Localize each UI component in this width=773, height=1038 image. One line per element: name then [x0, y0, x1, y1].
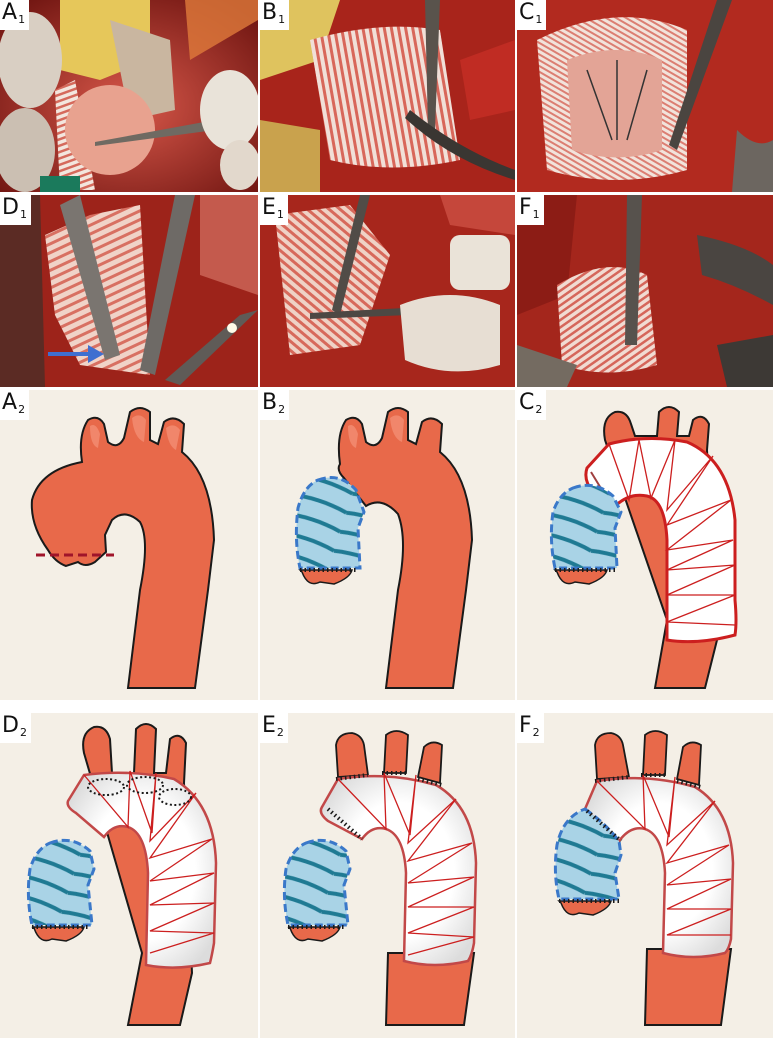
photo-panel-a1: A1: [0, 0, 258, 192]
arch-graft: [66, 770, 218, 969]
branch-opening-marker: [87, 778, 125, 796]
arch-graft: [583, 774, 735, 959]
panel-label-c1: C1: [517, 0, 547, 30]
photo-panel-e1: E1: [260, 195, 515, 387]
aorta-diagram: [294, 407, 474, 689]
surgical-photo: [0, 195, 258, 387]
native-aorta: [337, 407, 474, 689]
panel-label-c2: C2: [517, 390, 547, 420]
diagram-panel-b2: B2: [260, 390, 515, 700]
root-graft: [26, 838, 96, 942]
photo-panel-d1: D1: [0, 195, 258, 387]
photo-panel-b1: B1: [260, 0, 515, 192]
branch-opening-marker: [126, 776, 164, 794]
diagram-panel-d2: D2: [0, 713, 258, 1038]
diagram-panel-c2: C2: [517, 390, 773, 700]
aorta-diagram: [282, 730, 478, 1026]
panel-label-a1: A1: [0, 0, 30, 30]
panel-label-e2: E2: [260, 713, 288, 743]
panel-label-d2: D2: [0, 713, 31, 743]
suture-lines: [326, 771, 443, 841]
root-graft: [282, 838, 352, 942]
diagram-panel-a2: A2: [0, 390, 258, 700]
photo-panel-f1: F1: [517, 195, 773, 387]
aorta-diagram: [549, 406, 738, 689]
branch-opening-marker: [158, 788, 192, 806]
surgical-photo: [0, 0, 258, 192]
aorta-diagram: [30, 407, 216, 689]
branch-vessels: [335, 730, 443, 785]
suture-lines: [559, 773, 702, 903]
panel-label-b2: B2: [260, 390, 290, 420]
photo-panel-c1: C1: [517, 0, 773, 192]
panel-label-e1: E1: [260, 195, 288, 225]
panel-label-a2: A2: [0, 390, 30, 420]
diagram-panel-e2: E2: [260, 713, 515, 1038]
aorta-diagram: [26, 723, 218, 1026]
diagram-panel-f2: F2: [517, 713, 773, 1038]
root-graft: [553, 807, 623, 916]
pointer-arrow-icon: [48, 345, 104, 363]
panel-label-f2: F2: [517, 713, 544, 743]
surgical-photo: [517, 0, 773, 192]
branch-vessels: [594, 730, 702, 787]
native-aorta: [30, 407, 216, 689]
panel-label-b1: B1: [260, 0, 290, 30]
root-graft: [549, 483, 623, 585]
surgical-photo: [517, 195, 773, 387]
surgical-photo: [260, 195, 515, 387]
surgical-photo: [260, 0, 515, 192]
root-graft: [294, 476, 366, 585]
aorta-diagram: [553, 730, 735, 1026]
panel-label-f1: F1: [517, 195, 544, 225]
panel-label-d1: D1: [0, 195, 31, 225]
